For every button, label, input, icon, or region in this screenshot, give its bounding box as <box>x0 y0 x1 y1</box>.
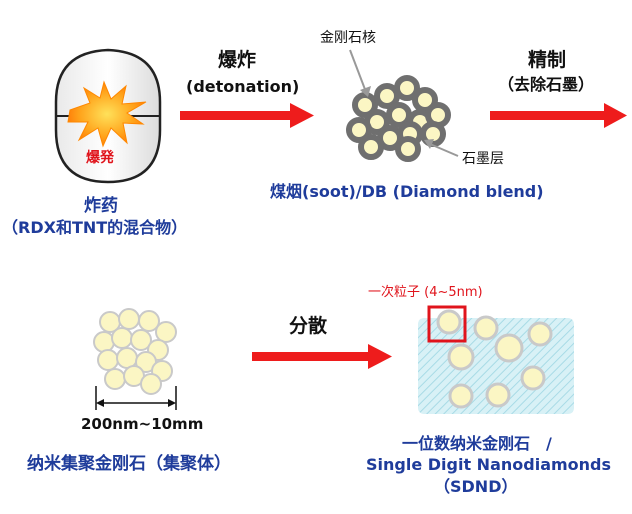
sdnd-caption-line2: Single Digit Nanodiamonds <box>366 455 612 474</box>
diamond-core-pointer <box>349 49 371 97</box>
detonation-label-en: (detonation) <box>186 77 300 96</box>
aggregate-caption: 纳米集聚金刚石（集聚体） <box>27 454 231 474</box>
explosive-name: 炸药 <box>84 196 118 216</box>
graphite-layer-label: 石墨层 <box>462 151 504 167</box>
diamond-core-label: 金刚石核 <box>320 30 376 46</box>
dispersed-particles <box>436 309 553 409</box>
explosive-description: （RDX和TNT的混合物） <box>2 218 188 237</box>
detonation-label-cn: 爆炸 <box>218 49 257 71</box>
detonation-arrow <box>180 103 314 128</box>
refine-label-cn: 精制 <box>528 49 567 71</box>
size-range-label: 200nm~10mm <box>81 415 204 433</box>
disperse-label-cn: 分散 <box>289 315 328 337</box>
primary-particle-label: 一次粒子 (4~5nm) <box>368 285 483 300</box>
refine-description: （去除石墨） <box>498 75 595 94</box>
primary-particle-highlight-box <box>427 305 467 343</box>
graphite-layer-pointer <box>424 139 459 157</box>
size-dimension-marker <box>95 386 177 410</box>
soot-cluster <box>346 75 451 162</box>
disperse-arrow <box>252 344 392 369</box>
explosion-blast-icon <box>67 80 147 148</box>
soot-caption: 煤烟(soot)/DB (Diamond blend) <box>270 182 544 201</box>
sdnd-caption-line1: 一位数纳米金刚石 / <box>402 434 552 453</box>
aggregate-cluster <box>93 308 177 395</box>
sdnd-caption-line3: （SDND） <box>434 477 518 496</box>
refine-arrow <box>490 103 627 128</box>
explosion-badge-label: 爆発 <box>86 150 114 166</box>
